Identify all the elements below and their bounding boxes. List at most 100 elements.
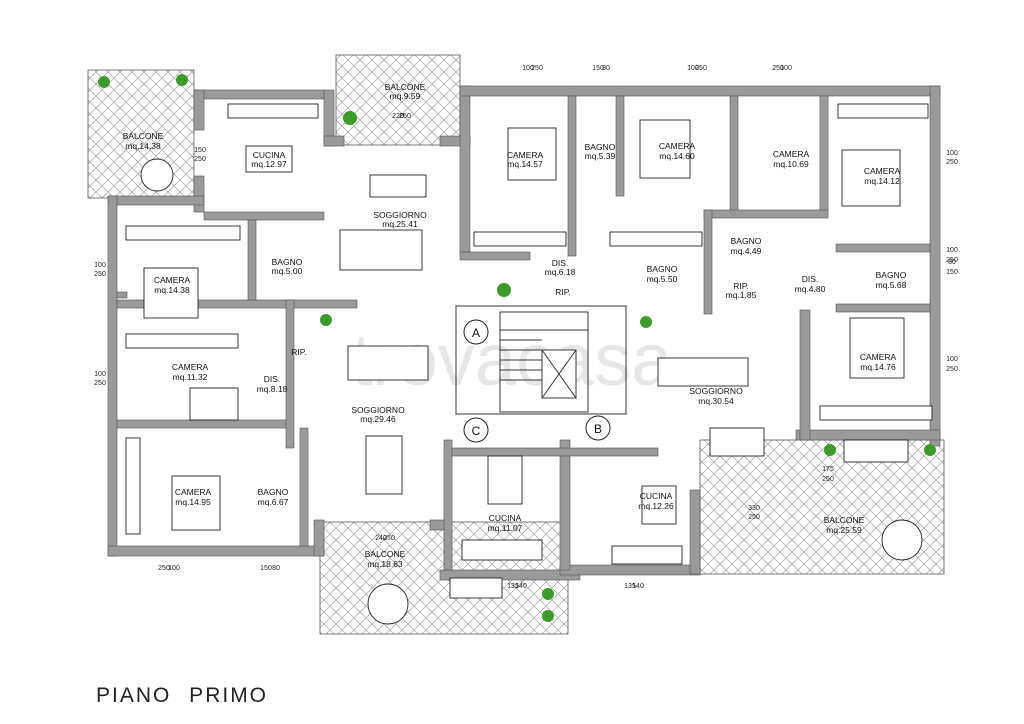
room-area: mq.29.46 (360, 414, 396, 424)
svg-text:220: 220 (392, 113, 404, 120)
room-name: BAGNO (876, 270, 907, 280)
stair-marker-b: B (585, 415, 611, 441)
furniture (125, 103, 933, 625)
room-name: BAGNO (647, 264, 678, 274)
room-name: DIS. (264, 374, 281, 384)
room-area: mq.5.00 (272, 266, 303, 276)
svg-text:100: 100 (94, 371, 106, 378)
svg-text:100: 100 (946, 150, 958, 157)
room-name: CAMERA (154, 275, 191, 285)
svg-text:C: C (472, 424, 481, 438)
room-area: mq.14.95 (175, 497, 211, 507)
room-name: CAMERA (659, 141, 696, 151)
room-name: BALCONE (385, 82, 426, 92)
room-area: mq.11.07 (488, 523, 523, 533)
svg-text:135: 135 (507, 583, 519, 590)
svg-text:250: 250 (158, 565, 170, 572)
outer-walls (107, 85, 941, 581)
svg-text:250: 250 (695, 65, 707, 72)
room-area: mq.25.59 (826, 525, 862, 535)
svg-text:100: 100 (168, 565, 180, 572)
svg-text:250: 250 (946, 257, 958, 264)
room-area: mq.6.18 (545, 267, 576, 277)
room-name: CAMERA (172, 362, 209, 372)
rip-label: RIP. (555, 287, 570, 297)
svg-text:100: 100 (780, 65, 792, 72)
room-name: RIP. (733, 281, 748, 291)
room-area: mq.18.63 (367, 559, 403, 569)
room-area: mq.14.57 (507, 159, 543, 169)
room-area: mq.14.76 (860, 362, 896, 372)
svg-text:150: 150 (260, 565, 272, 572)
svg-text:250: 250 (946, 159, 958, 166)
room-name: BAGNO (272, 257, 303, 267)
svg-text:250: 250 (399, 113, 411, 120)
svg-text:250: 250 (946, 366, 958, 373)
stair-marker-a: A (463, 319, 489, 345)
room-area: mq.14.38 (125, 141, 161, 151)
room-area: mq.1.85 (726, 290, 757, 300)
room-name: CAMERA (864, 166, 901, 176)
room-area: mq.14.12 (864, 176, 900, 186)
room-name: BAGNO (258, 487, 289, 497)
plants (98, 74, 936, 622)
room-area: mq.11.32 (173, 372, 208, 382)
room-area: mq.12.97 (251, 159, 287, 169)
room-name: SOGGIORNO (689, 386, 743, 396)
floor-title: PIANO PRIMO (96, 684, 269, 707)
svg-text:250: 250 (531, 65, 543, 72)
room-area: mq.30.54 (698, 396, 734, 406)
interior-walls (116, 95, 931, 571)
svg-text:100: 100 (946, 356, 958, 363)
svg-text:100: 100 (946, 247, 958, 254)
room-name: SOGGIORNO (373, 210, 427, 220)
room-name: CAMERA (860, 352, 897, 362)
svg-text:150: 150 (592, 65, 604, 72)
svg-text:150: 150 (946, 269, 958, 276)
svg-text:175: 175 (822, 466, 834, 473)
room-area: mq.14.60 (659, 151, 695, 161)
room-area: mq.14.38 (154, 285, 190, 295)
svg-text:80: 80 (602, 65, 610, 72)
svg-text:140: 140 (632, 583, 644, 590)
room-name: DIS. (552, 258, 569, 268)
room-name: CUCINA (489, 513, 522, 523)
svg-text:135: 135 (624, 583, 636, 590)
room-area: mq.4.49 (731, 246, 762, 256)
room-area: mq.9.59 (390, 91, 421, 101)
room-name: CAMERA (507, 150, 544, 160)
room-area: mq.8.18 (257, 384, 288, 394)
room-name: BALCONE (824, 515, 865, 525)
room-name: BAGNO (585, 142, 616, 152)
floor-plan: trovacasa (87, 54, 958, 635)
room-area: mq.5.39 (585, 151, 616, 161)
room-area: mq.5.68 (876, 280, 907, 290)
room-name: CUCINA (640, 491, 673, 501)
svg-text:140: 140 (515, 583, 527, 590)
svg-text:240: 240 (375, 535, 387, 542)
room-name: DIS. (802, 274, 819, 284)
svg-text:250: 250 (772, 65, 784, 72)
balcony-top-center (335, 54, 461, 146)
svg-text:250: 250 (822, 476, 834, 483)
room-name: CUCINA (253, 150, 286, 160)
room-area: mq.25.41 (382, 219, 418, 229)
svg-text:250: 250 (94, 380, 106, 387)
svg-text:A: A (472, 326, 480, 340)
svg-text:100: 100 (94, 262, 106, 269)
svg-text:80: 80 (272, 565, 280, 572)
room-area: mq.5.50 (647, 274, 678, 284)
room-name: CAMERA (773, 149, 810, 159)
room-labels: BALCONE mq.14.38 CUCINA mq.12.97 BALCONE… (123, 82, 907, 569)
svg-text:250: 250 (383, 535, 395, 542)
room-area: mq.10.69 (773, 159, 809, 169)
svg-text:150: 150 (194, 147, 206, 154)
svg-text:100: 100 (522, 65, 534, 72)
room-name: CAMERA (175, 487, 212, 497)
dimension-labels: 150 250 220 250 100 250 150 80 100 250 2… (94, 65, 958, 590)
room-name: BALCONE (365, 549, 406, 559)
svg-text:250: 250 (194, 156, 206, 163)
room-area: mq.4.80 (795, 284, 826, 294)
svg-text:250: 250 (94, 271, 106, 278)
room-name: BALCONE (123, 131, 164, 141)
